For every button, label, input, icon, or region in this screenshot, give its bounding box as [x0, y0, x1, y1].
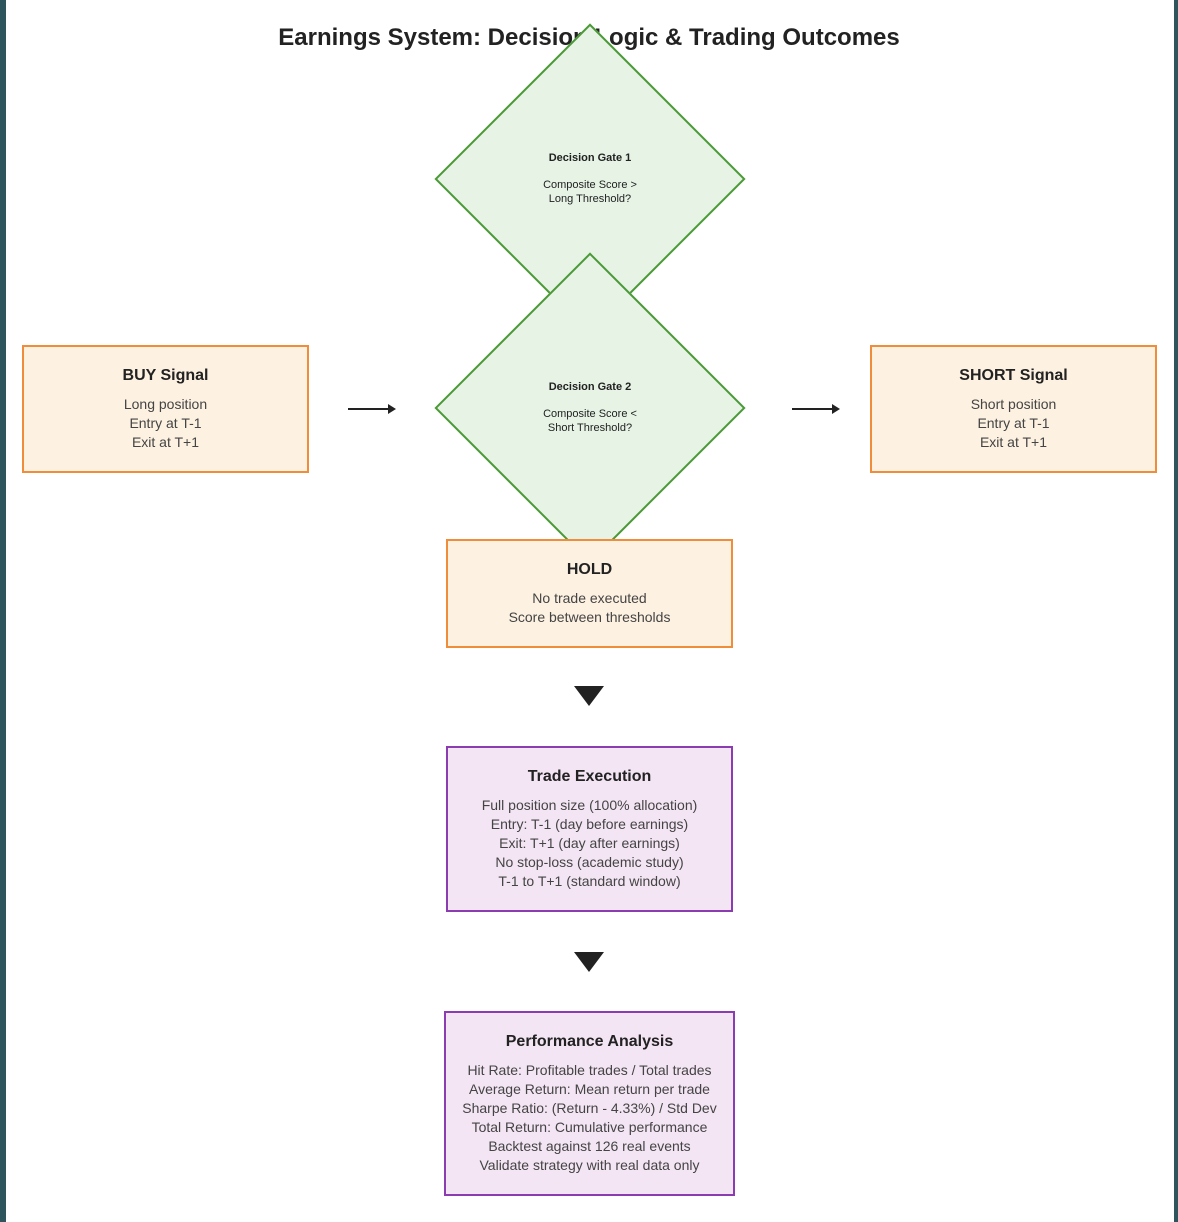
hold-box: HOLD No trade executed Score between thr… [446, 539, 733, 648]
decision-gate-1-question: Composite Score > Long Threshold? [543, 179, 637, 205]
diagram-canvas: Earnings System: Decision Logic & Tradin… [6, 0, 1174, 1222]
short-signal-box: SHORT Signal Short position Entry at T-1… [870, 345, 1157, 473]
hold-title: HOLD [566, 560, 613, 578]
performance-analysis-box: Performance Analysis Hit Rate: Profitabl… [444, 1011, 735, 1196]
performance-analysis-details: Hit Rate: Profitable trades / Total trad… [462, 1061, 717, 1173]
hold-details: No trade executed Score between threshol… [508, 589, 671, 625]
trade-execution-box: Trade Execution Full position size (100%… [446, 746, 733, 912]
trade-execution-title: Trade Execution [527, 767, 652, 785]
arrow-right-left [348, 404, 396, 414]
trade-execution-details: Full position size (100% allocation) Ent… [481, 796, 698, 889]
decision-gate-1: Decision Gate 1 Composite Score > Long T… [434, 23, 746, 335]
arrow-down-1 [574, 686, 604, 706]
buy-signal-title: BUY Signal [122, 366, 209, 384]
decision-gate-1-title: Decision Gate 1 [548, 152, 632, 164]
decision-gate-2-title: Decision Gate 2 [548, 381, 632, 393]
buy-signal-details: Long position Entry at T-1 Exit at T+1 [123, 395, 208, 450]
decision-gate-2-question: Composite Score < Short Threshold? [543, 408, 637, 434]
buy-signal-box: BUY Signal Long position Entry at T-1 Ex… [22, 345, 309, 473]
short-signal-title: SHORT Signal [959, 366, 1068, 384]
arrow-right-right [792, 404, 840, 414]
decision-gate-2: Decision Gate 2 Composite Score < Short … [434, 252, 746, 564]
arrow-down-2 [574, 952, 604, 972]
short-signal-details: Short position Entry at T-1 Exit at T+1 [970, 395, 1057, 450]
performance-analysis-title: Performance Analysis [505, 1032, 674, 1050]
